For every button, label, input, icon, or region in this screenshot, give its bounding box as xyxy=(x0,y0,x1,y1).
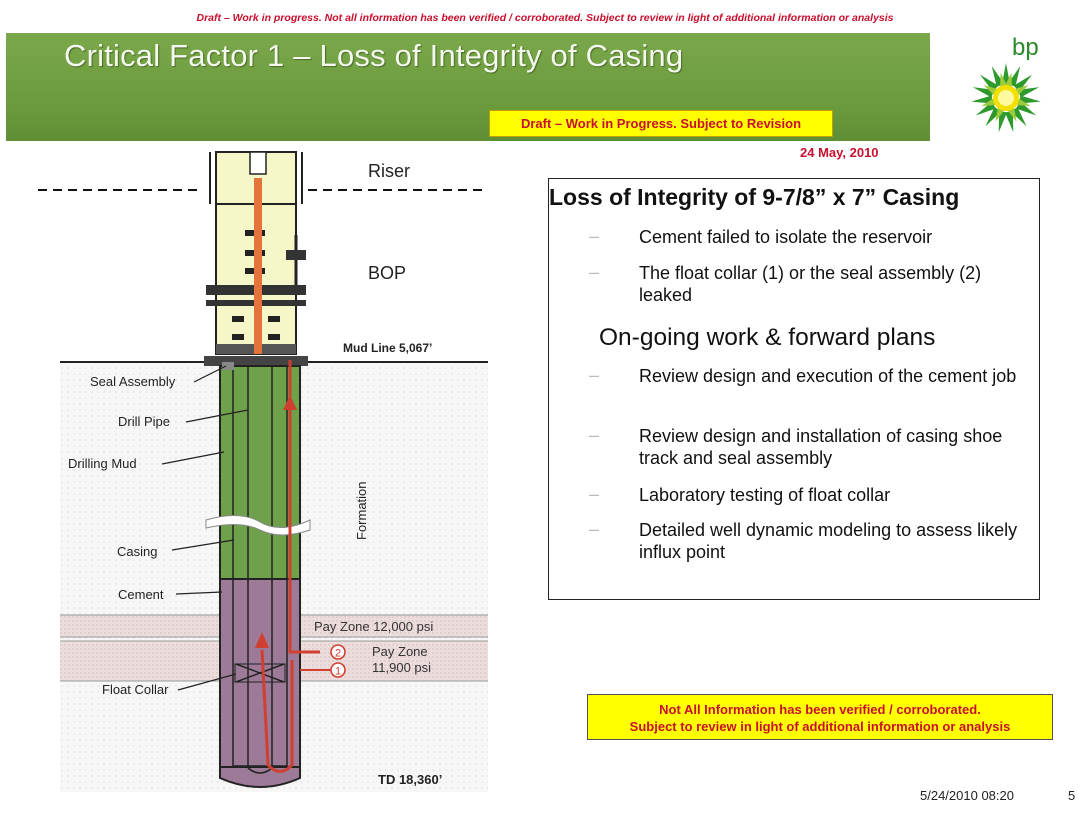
marker-2: 2 xyxy=(335,648,341,660)
drilling-mud-label: Drilling Mud xyxy=(68,456,137,471)
mud-line-label: Mud Line 5,067’ xyxy=(343,341,432,355)
bullet-dash: – xyxy=(589,262,600,282)
footer-timestamp: 5/24/2010 08:20 xyxy=(920,788,1014,803)
page-number: 5 xyxy=(1068,788,1076,803)
flow-up-bop xyxy=(254,178,262,354)
panel-title: Loss of Integrity of 9-7/8” x 7” Casing xyxy=(549,184,960,210)
finding-item: The float collar (1) or the seal assembl… xyxy=(639,263,982,305)
bullet-dash: – xyxy=(589,425,600,445)
seal-assembly-label: Seal Assembly xyxy=(90,374,176,389)
bullet-dash: – xyxy=(589,519,600,539)
bullet-dash: – xyxy=(589,484,600,504)
casing-mud-column xyxy=(219,365,301,580)
riser-label: Riser xyxy=(368,161,410,181)
bp-helios-logo-icon xyxy=(971,63,1041,133)
formation-label: Formation xyxy=(354,481,369,540)
flow-arrow-shoe xyxy=(260,649,294,773)
slide-title: Critical Factor 1 – Loss of Integrity of… xyxy=(64,38,684,73)
forward-plans-heading: On-going work & forward plans xyxy=(599,324,936,351)
flow-arrow-annulus xyxy=(288,360,320,654)
pay-zone-11900-label-b: 11,900 psi xyxy=(372,660,431,675)
bop-label: BOP xyxy=(368,263,406,283)
bp-logo-text: bp xyxy=(1012,34,1039,61)
plan-item: Laboratory testing of float collar xyxy=(639,485,891,505)
findings-panel: Loss of Integrity of 9-7/8” x 7” Casing … xyxy=(548,178,1040,600)
finding-item: Cement failed to isolate the reservoir xyxy=(639,227,933,247)
plan-item: Review design and execution of the cemen… xyxy=(639,366,1017,386)
footnote-line-1: Not All Information has been verified / … xyxy=(659,702,981,717)
marker-2-circle xyxy=(330,644,346,660)
casing-label: Casing xyxy=(117,544,157,559)
verification-footnote: Not All Information has been verified / … xyxy=(587,694,1053,740)
footnote-line-2: Subject to review in light of additional… xyxy=(629,719,1011,734)
break-mark xyxy=(205,515,311,536)
draft-badge: Draft – Work in Progress. Subject to Rev… xyxy=(489,110,833,137)
pay-zone-11900-label-a: Pay Zone xyxy=(372,644,428,659)
float-collar-label: Float Collar xyxy=(102,682,169,697)
draft-banner: Draft – Work in progress. Not all inform… xyxy=(196,12,894,24)
well-diagram: 2 1 Riser BOP Mud Line 5,067’ Formation … xyxy=(38,151,488,792)
plan-item: Detailed well dynamic modeling to assess… xyxy=(639,520,1018,562)
total-depth-label: TD 18,360’ xyxy=(378,772,442,787)
slide-date: 24 May, 2010 xyxy=(800,145,879,160)
cement-label: Cement xyxy=(118,587,164,602)
pay-zone-12000-label: Pay Zone 12,000 psi xyxy=(314,619,433,634)
marker-1: 1 xyxy=(335,666,341,678)
drill-pipe-label: Drill Pipe xyxy=(118,414,170,429)
bullet-dash: – xyxy=(589,365,600,385)
bullet-dash: – xyxy=(589,226,600,246)
plan-item: Review design and installation of casing… xyxy=(639,426,1003,468)
